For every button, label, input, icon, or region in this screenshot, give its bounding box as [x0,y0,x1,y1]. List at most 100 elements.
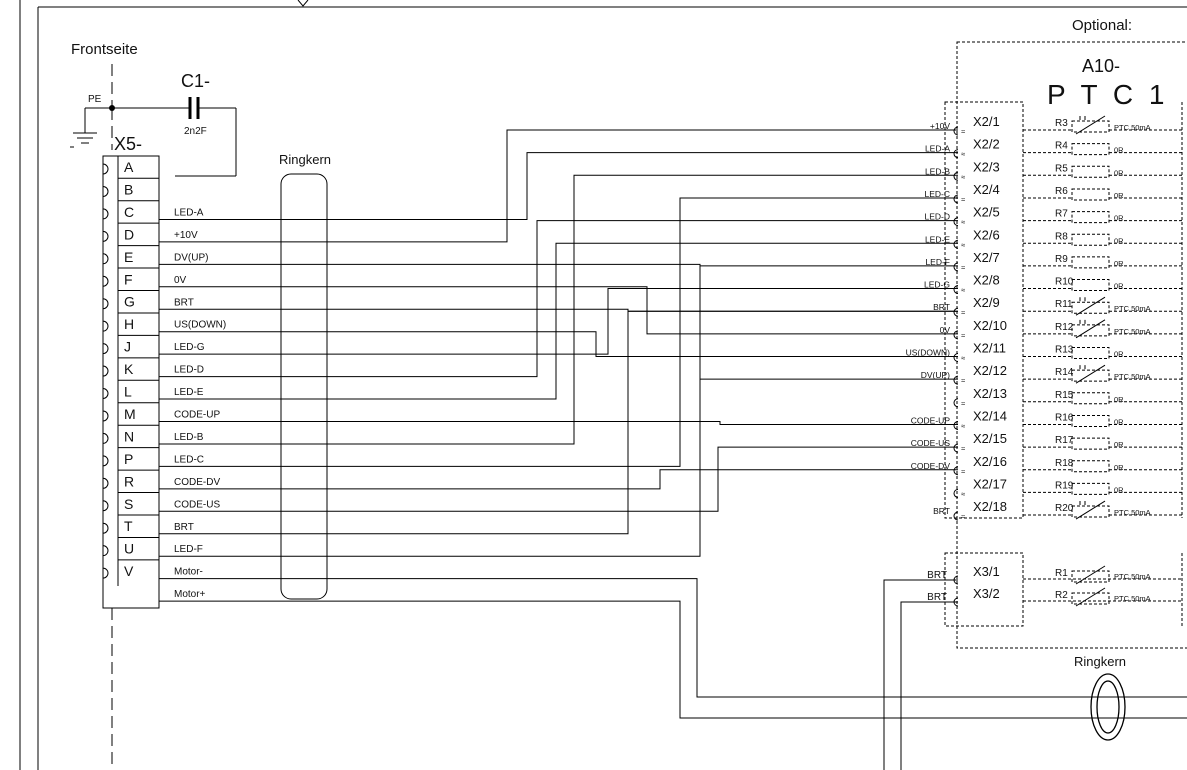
terminal-contact-icon [953,398,959,408]
resistor-icon [1071,414,1110,427]
resistor-label: R4 [1055,141,1068,152]
terminal-screw-icon: ≈ [961,263,965,272]
x5-pin-signal: Motor- [174,567,203,578]
signal-wire [159,152,958,220]
resistor-value: PTC 50mA [1114,508,1151,517]
signal-wire [159,421,958,425]
optional-label: Optional: [1072,17,1132,34]
x2-signal-label: LED-A [925,144,950,154]
terminal-contact-icon [953,420,959,430]
x2-terminal-label: X2/2 [973,137,1000,152]
terminal-contact-icon [953,285,959,295]
signal-wire [159,129,958,243]
x3-signal-label: BRT [927,570,947,581]
pin-contact-icon [102,230,109,242]
resistor-label: R11 [1055,299,1073,310]
resistor-value: 0R [1114,395,1124,404]
terminal-contact-icon [953,194,959,204]
ptc-symbol-icon [1075,587,1106,607]
ringkern-right-label: Ringkern [1074,654,1126,669]
signal-wire [159,331,958,357]
pin-contact-icon [102,545,109,557]
x2-terminal-label: X2/3 [973,159,1000,174]
x3-2-wire [900,601,958,770]
signal-wire [159,197,958,467]
signal-wire [159,310,958,535]
x5-pin-signal: BRT [174,297,194,308]
signal-wire [159,446,958,512]
capacitor-c1-icon [188,97,200,119]
x3-1-wire [883,579,958,770]
resistor-value: 0R [1114,168,1124,177]
x5-pin-letter: P [124,451,133,467]
terminal-contact-icon [953,488,959,498]
resistor-value: PTC 50mA [1114,123,1151,132]
x5-pin-letter: B [124,181,133,197]
terminal-screw-icon: ≈ [961,331,965,340]
terminal-screw-icon: ≈ [961,286,965,295]
pin-contact-icon [102,388,109,399]
x2-signal-label: BRT [933,506,950,516]
resistor-icon [1071,301,1110,314]
x2-terminal-label: X2/8 [973,273,1000,288]
x2-signal-label: LED-B [925,166,950,176]
resistor-label: R14 [1055,367,1074,378]
terminal-contact-icon [953,307,959,317]
x5-pin-letter: K [124,361,134,377]
x2-signal-label: LED-C [924,189,950,199]
resistor-icon [1071,256,1110,269]
terminal-screw-icon: ≈ [961,376,965,385]
ptc-symbol-icon [1075,115,1106,135]
x5-pin-signal: BRT [174,522,194,533]
terminal-screw-icon: ≈ [961,240,965,249]
wire-bundle [159,129,1187,770]
pin-contact-icon [102,455,109,467]
x5-pin-signal: CODE-DV [174,477,220,488]
resistor-label: R16 [1055,412,1074,423]
pin-contact-icon [102,365,109,377]
ptc-board-outline [956,41,1187,649]
x5-pin-letter: U [124,541,134,557]
pin-contact-icon [102,343,109,355]
motor-minus-wire [159,578,1187,698]
terminal-screw-icon: ≈ [961,218,965,227]
resistor-value: PTC 50mA [1114,327,1151,336]
resistor-icon [1071,570,1110,583]
x2-signal-label: 0V [940,325,951,335]
resistor-label: R10 [1055,277,1074,288]
terminal-screw-icon: ≈ [961,195,965,204]
resistor-label: R6 [1055,186,1068,197]
x5-pin-letter: R [124,473,134,489]
x5-pin-signal: LED-F [174,544,203,555]
pin-contact-icon [102,477,109,489]
resistor-icon [1071,347,1110,359]
resistor-label: R1 [1055,568,1068,579]
terminal-screw-icon: ≈ [961,512,965,521]
x2-terminal-label: X2/10 [973,318,1007,333]
x5-pin-signal: CODE-UP [174,410,220,421]
connector-x5-label: X5- [114,134,142,154]
resistor-value: 0R [1114,282,1124,291]
pin-contact-icon [102,410,109,422]
ptc-symbol-icon [1075,500,1106,520]
x2-terminal-label: X2/6 [973,227,1000,242]
x5-pin-signal: LED-C [174,454,204,465]
x5-pin-signal: CODE-US [174,499,220,510]
x5-pin-letter: A [124,159,134,175]
resistor-value: 0R [1114,191,1124,200]
ptc-symbol-icon [1075,319,1106,339]
x2-terminal-label: X2/16 [973,454,1007,469]
x5-pin-signal: LED-B [174,432,204,443]
signal-wire [159,469,958,490]
x2-terminal-block [944,101,1024,519]
pin-contact-icon [102,185,109,197]
pin-contact-icon [102,253,109,265]
terminal-screw-icon: ≈ [961,127,965,136]
x2-terminal-label: X2/9 [973,295,1000,310]
terminal-contact-icon [953,239,959,249]
x2-terminal-label: X2/11 [973,341,1006,356]
terminal-screw-icon: ≈ [961,172,965,181]
signal-wire [159,288,958,355]
resistor-value: PTC 50mA [1114,572,1151,581]
